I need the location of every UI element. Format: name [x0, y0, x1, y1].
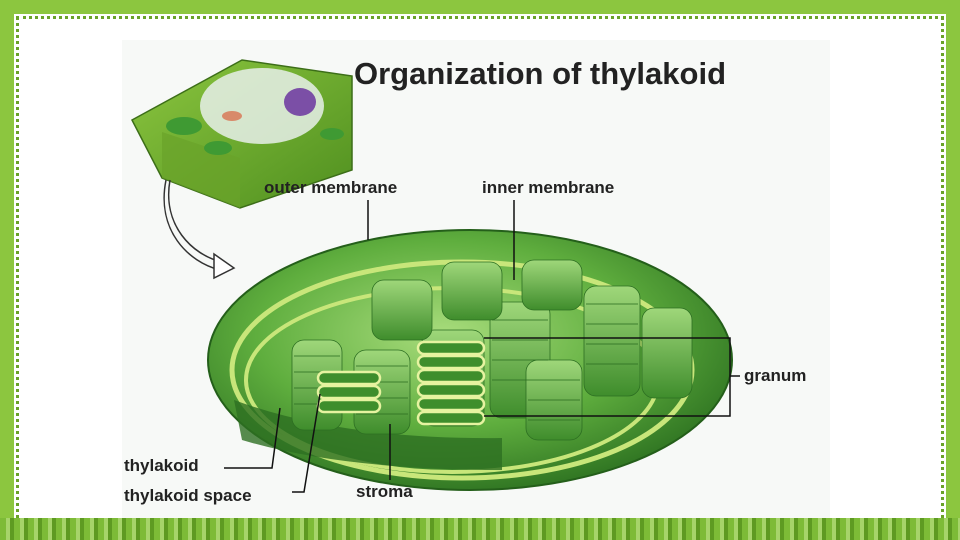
diagram-illustration	[122, 40, 830, 518]
chloroplast	[208, 230, 732, 490]
label-outer-membrane: outer membrane	[264, 178, 397, 198]
label-granum: granum	[744, 366, 806, 386]
label-thylakoid-space: thylakoid space	[124, 486, 252, 506]
label-stroma: stroma	[356, 482, 413, 502]
decorative-frame-bottom	[0, 518, 960, 540]
label-inner-membrane: inner membrane	[482, 178, 614, 198]
label-thylakoid: thylakoid	[124, 456, 199, 476]
diagram-panel: Organization of thylakoid	[122, 40, 830, 518]
